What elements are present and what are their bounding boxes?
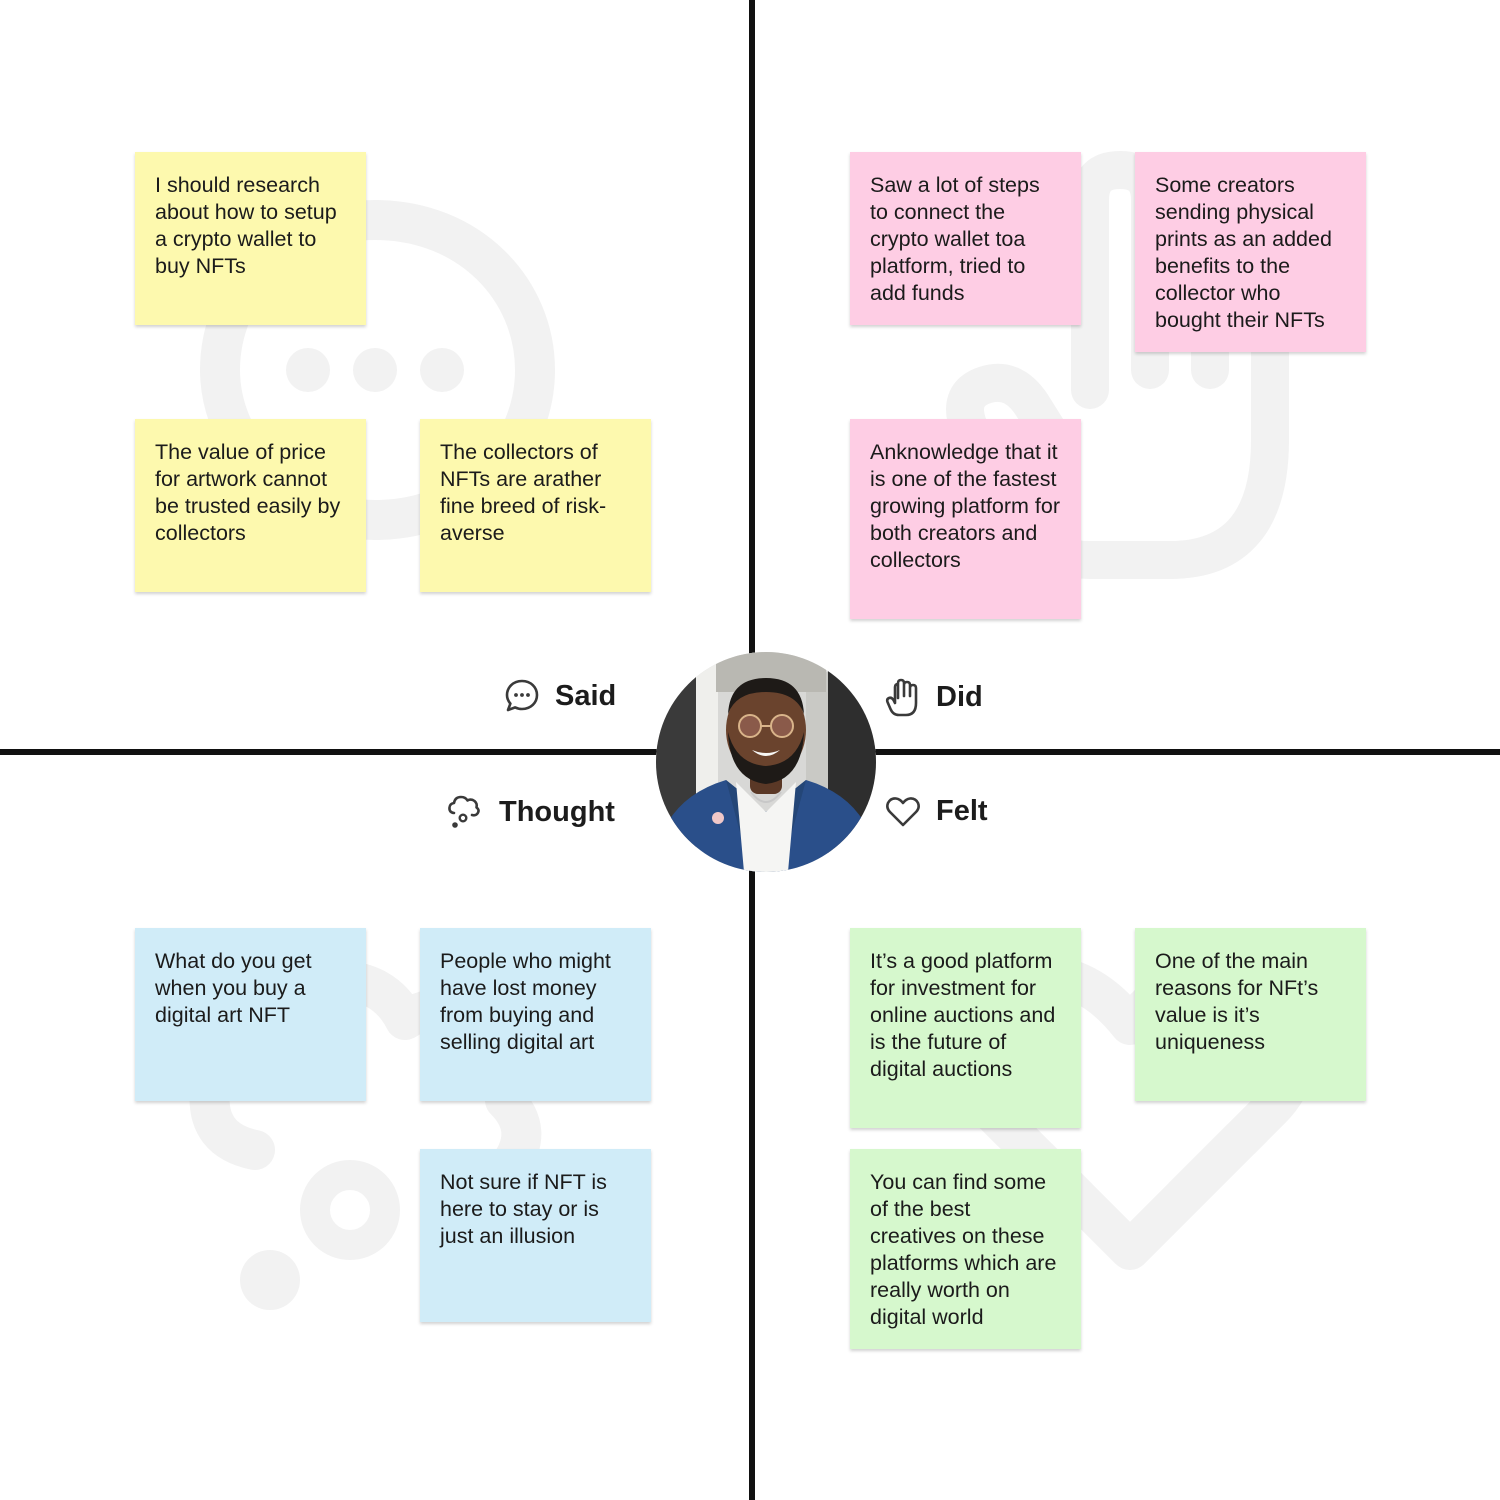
did-note-3[interactable]: Anknowledge that it is one of the fastes… <box>850 419 1081 619</box>
user-avatar <box>656 652 876 872</box>
felt-label: Felt <box>884 792 988 830</box>
said-note-3[interactable]: The collectors of NFTs are arather fine … <box>420 419 651 592</box>
said-label: Said <box>503 677 616 715</box>
thought-note-3[interactable]: Not sure if NFT is here to stay or is ju… <box>420 1149 651 1322</box>
did-label-text: Did <box>936 680 983 713</box>
felt-label-text: Felt <box>936 794 988 827</box>
said-label-text: Said <box>555 679 617 712</box>
felt-note-3[interactable]: You can find some of the best creatives … <box>850 1149 1081 1349</box>
did-note-1[interactable]: Saw a lot of steps to connect the crypto… <box>850 152 1081 325</box>
user-avatar-photo <box>656 652 876 872</box>
speech-bubble-icon <box>505 679 539 712</box>
hand-icon <box>885 678 918 717</box>
thought-label-text: Thought <box>499 795 615 828</box>
heart-icon <box>886 797 920 827</box>
said-note-1[interactable]: I should research about how to setup a c… <box>135 152 366 325</box>
thought-note-1[interactable]: What do you get when you buy a digital a… <box>135 928 366 1101</box>
did-label: Did <box>884 676 983 718</box>
thought-cloud-icon <box>448 795 480 828</box>
felt-note-2[interactable]: One of the main reasons for NFt’s value … <box>1135 928 1366 1101</box>
said-note-2[interactable]: The value of price for artwork cannot be… <box>135 419 366 592</box>
did-note-2[interactable]: Some creators sending physical prints as… <box>1135 152 1366 352</box>
thought-label: Thought <box>445 792 615 832</box>
thought-note-2[interactable]: People who might have lost money from bu… <box>420 928 651 1101</box>
felt-note-1[interactable]: It’s a good platform for investment for … <box>850 928 1081 1128</box>
